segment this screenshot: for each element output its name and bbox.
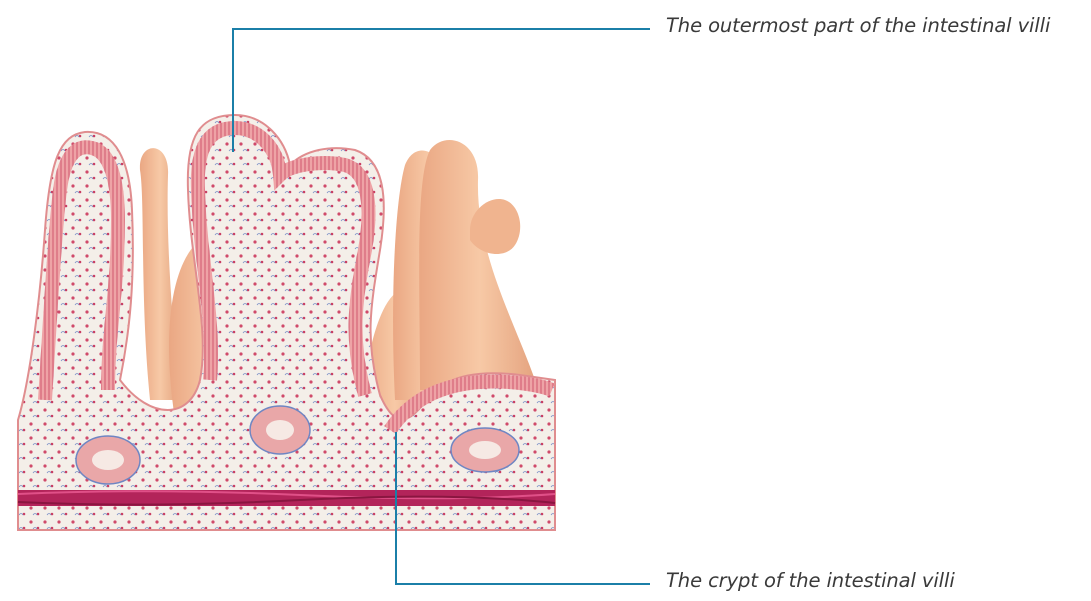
crypt-label: The crypt of the intestinal villi: [666, 569, 955, 592]
villus-tip-label: The outermost part of the intestinal vil…: [666, 14, 1050, 37]
leader-line-villus-tip: [233, 29, 650, 152]
